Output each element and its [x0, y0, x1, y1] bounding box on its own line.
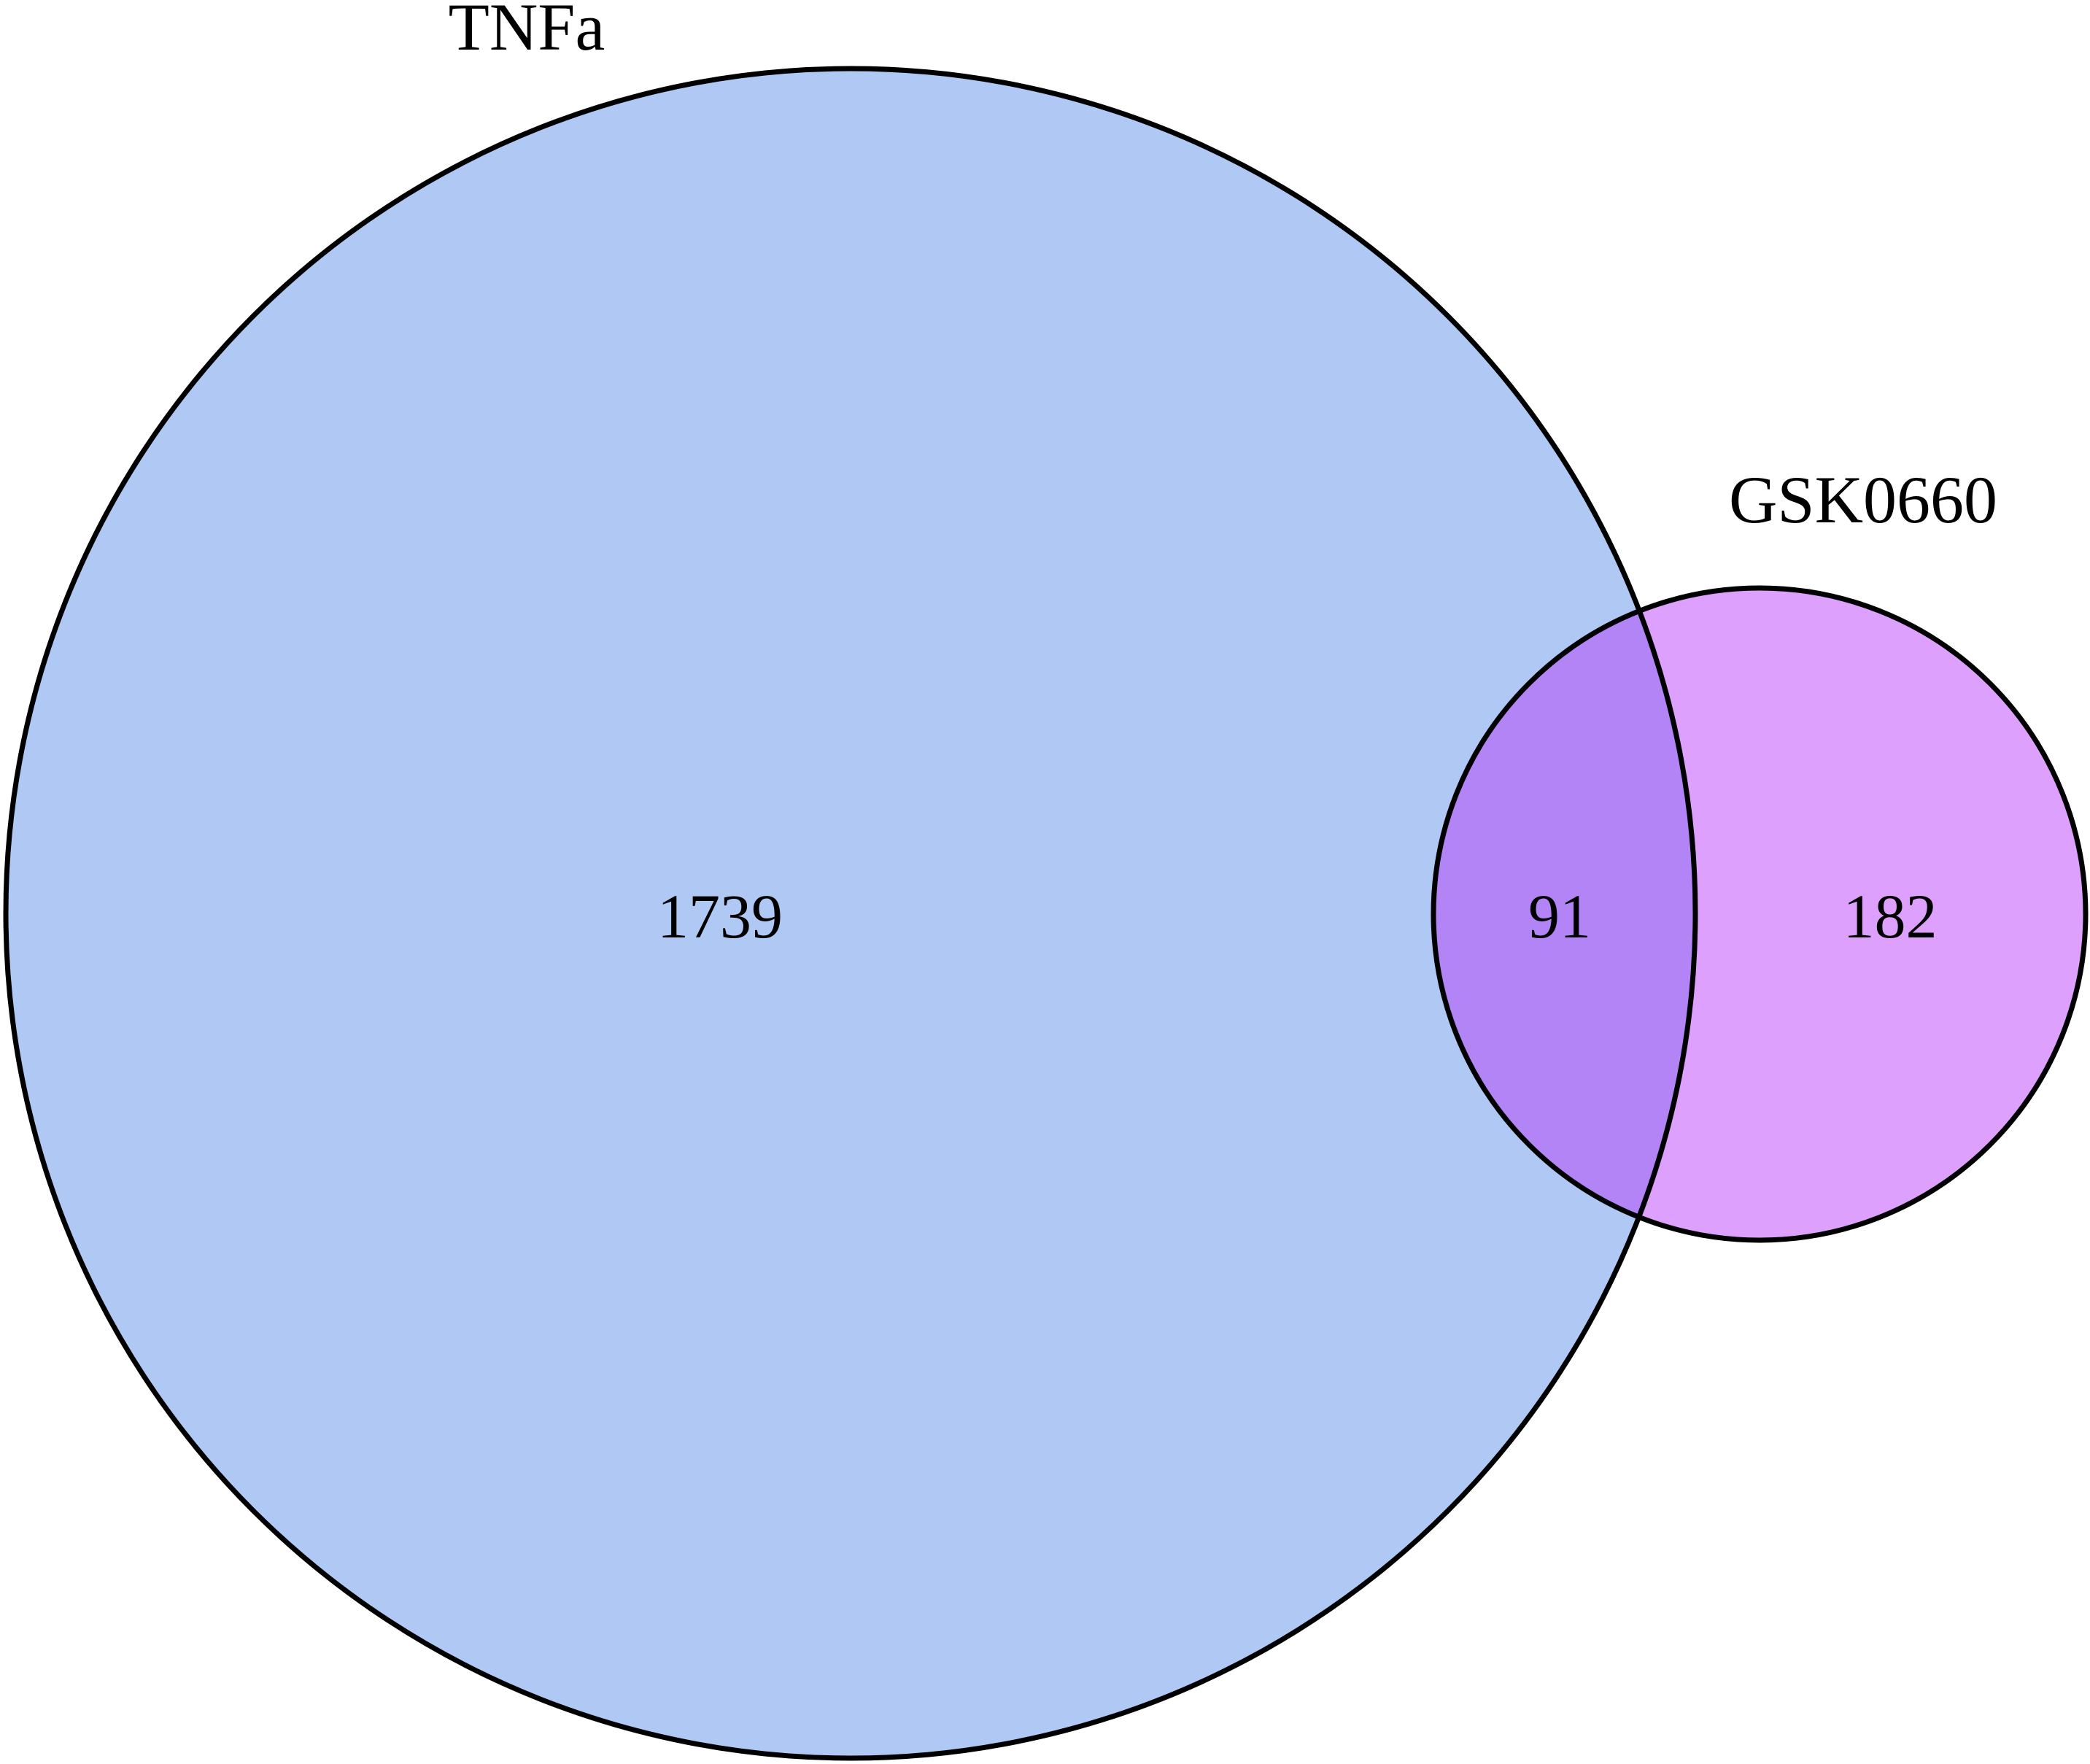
count-intersection: 91 — [1528, 881, 1591, 951]
count-tnfa-only: 1739 — [657, 881, 783, 951]
count-gsk0660-only: 182 — [1843, 881, 1938, 951]
set-circle-tnfa — [6, 69, 1695, 1758]
set-outline-tnfa — [3, 66, 1698, 1761]
set-label-gsk0660: GSK0660 — [1729, 463, 1997, 537]
set-outline-gsk0660 — [1431, 585, 2089, 1243]
set-label-tnfa: TNFa — [449, 0, 605, 64]
intersection-region — [1433, 588, 1695, 1240]
